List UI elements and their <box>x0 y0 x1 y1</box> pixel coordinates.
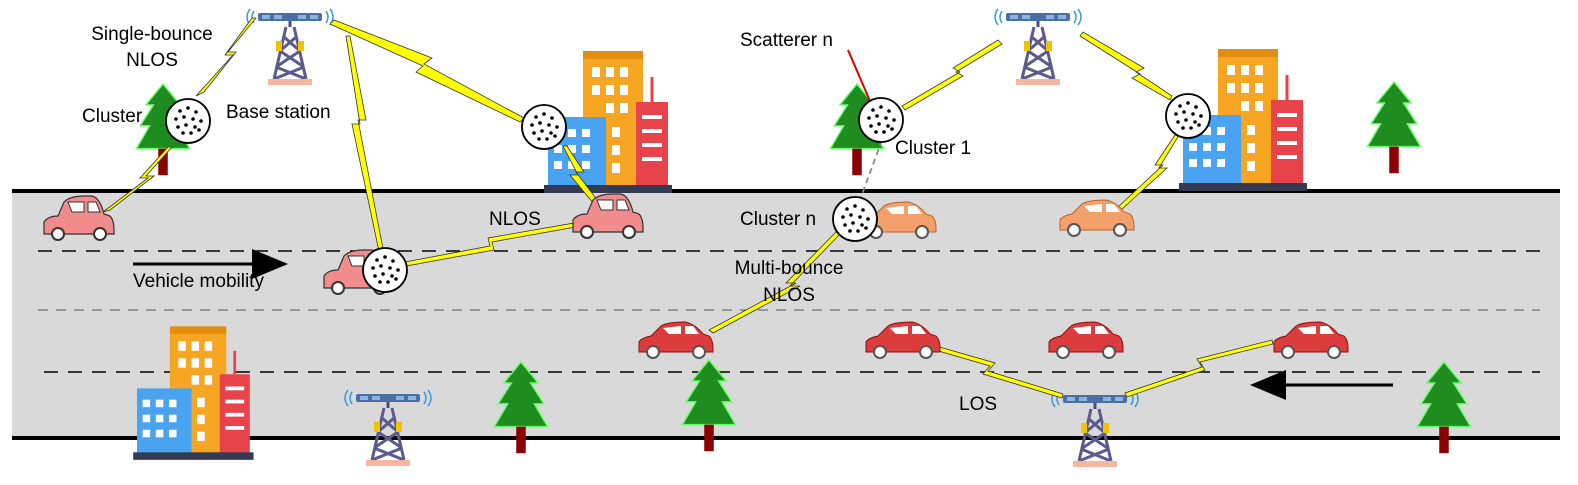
lightning-link <box>1124 339 1274 398</box>
road-surface <box>12 191 1560 438</box>
label-cluster-n: Cluster n <box>740 209 816 230</box>
cluster-icon <box>165 98 211 144</box>
tower-icon <box>245 7 335 87</box>
cluster-icon <box>362 247 408 293</box>
lightning-link <box>102 146 173 213</box>
lightning-link <box>195 17 257 97</box>
lightning-link <box>901 39 1003 111</box>
scatterer-pointer <box>847 49 874 109</box>
label-nlos: NLOS <box>489 209 541 230</box>
cluster-link <box>859 139 883 201</box>
label-multi-bounce-nlos: NLOS <box>763 285 815 306</box>
cluster-icon <box>521 104 567 150</box>
cluster-icon <box>858 97 904 143</box>
lightning-link <box>1079 31 1173 101</box>
label-scatterer-n: Scatterer n <box>740 30 833 51</box>
label-base-station: Base station <box>226 102 331 123</box>
tower-icon <box>993 7 1083 87</box>
label-cluster-1: Cluster 1 <box>895 138 971 159</box>
label-single-bounce: Single-bounce <box>91 24 212 45</box>
lightning-links <box>102 17 1274 399</box>
cluster-icon <box>832 196 878 242</box>
lightning-link <box>934 345 1064 399</box>
label-multi-bounce: Multi-bounce <box>735 258 844 279</box>
label-cluster: Cluster <box>82 106 143 127</box>
label-single-bounce-nlos: NLOS <box>126 50 178 71</box>
lightning-link <box>708 231 841 334</box>
cluster-icon <box>1165 93 1211 139</box>
tree-icon <box>1366 81 1422 174</box>
label-vehicle-mobility: Vehicle mobility <box>133 271 264 292</box>
label-los: LOS <box>959 394 997 415</box>
